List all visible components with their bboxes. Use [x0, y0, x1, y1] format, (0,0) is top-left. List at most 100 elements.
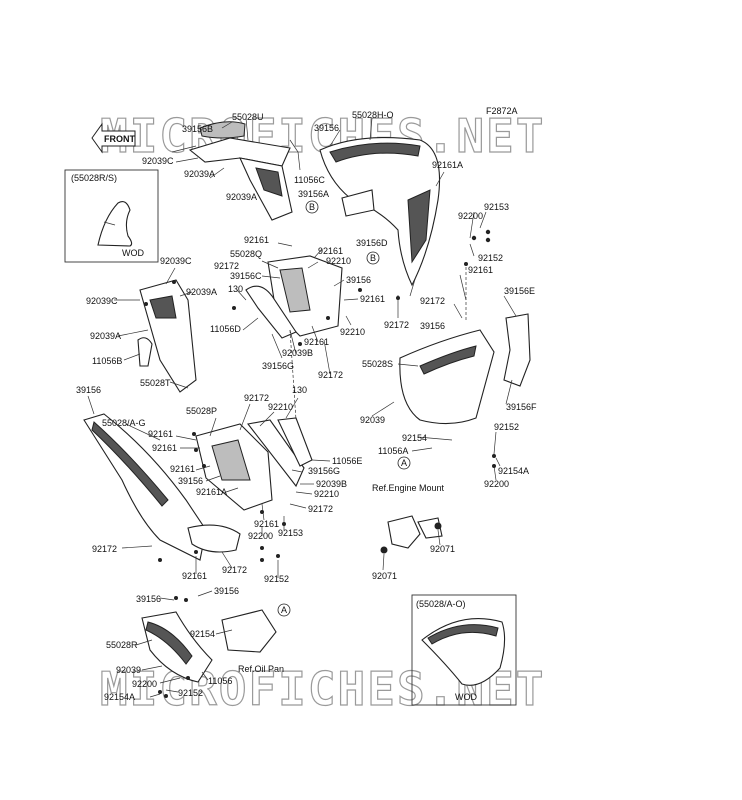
label-130-mid: 130: [228, 284, 243, 294]
part-92200: [187, 524, 241, 553]
label-55028p: 55028P: [186, 406, 217, 416]
svg-text:A: A: [401, 458, 407, 468]
label-92161-mid1: 92161: [244, 235, 269, 245]
part-11056d: [245, 285, 297, 339]
label-130-lower: 130: [292, 385, 307, 395]
label-55028q: 55028Q: [230, 249, 262, 259]
label-92152-top: 92152: [478, 253, 503, 263]
svg-text:A: A: [281, 605, 287, 615]
label-92161-right: 92161: [468, 265, 493, 275]
label-92039c-left2: 92039C: [86, 296, 118, 306]
part-oil-pan-bracket: [221, 609, 277, 653]
label-92172-lower2: 92172: [308, 504, 333, 514]
label-92210-lower1: 92210: [268, 402, 293, 412]
inset-left-label: (55028R/S): [71, 173, 117, 183]
label-92172-mid3: 92172: [384, 320, 409, 330]
label-92172-right: 92172: [420, 296, 445, 306]
figure-code: F2872A: [486, 106, 518, 116]
front-arrow-icon: FRONT: [91, 122, 136, 154]
label-92039b-lower: 92039B: [316, 479, 347, 489]
label-39156-left: 39156: [76, 385, 101, 395]
callout-a-top: A: [397, 456, 411, 470]
label-39156a: 39156A: [298, 189, 329, 199]
label-92161-lower5: 92161: [182, 571, 207, 581]
label-11056a: 11056A: [378, 446, 408, 456]
label-39156-top: 39156: [314, 123, 339, 133]
inset-bottom-label: (55028/A-O): [416, 599, 466, 609]
label-92161-lower1: 92161: [148, 429, 173, 439]
label-92153-lower: 92153: [278, 528, 303, 538]
label-92210-mid1: 92210: [326, 256, 351, 266]
label-92172-lower3: 92172: [222, 565, 247, 575]
callout-a-bottom: A: [277, 603, 291, 617]
label-92154a-right: 92154A: [498, 466, 529, 476]
label-39156-right: 39156: [420, 321, 445, 331]
label-39156g-mid: 39156G: [262, 361, 294, 371]
label-92161-lower4: 92161: [254, 519, 279, 529]
label-92210-lower2: 92210: [314, 489, 339, 499]
label-92039c-left1: 92039C: [160, 256, 192, 266]
inset-left-box: [64, 169, 159, 263]
label-11056-bottom: 11056: [208, 676, 232, 686]
label-39156-bottom1: 39156: [136, 594, 161, 604]
label-55028h-o: 55028H-O: [352, 110, 394, 120]
label-92200-right: 92200: [484, 479, 509, 489]
label-55028t: 55028T: [140, 378, 171, 388]
label-92071-left: 92071: [372, 571, 397, 581]
svg-text:B: B: [309, 202, 315, 212]
label-92161-mid2: 92161: [318, 246, 343, 256]
label-92039-bottom: 92039: [116, 665, 141, 675]
label-92154-bottom: 92154: [190, 629, 215, 639]
label-92153-top: 92153: [484, 202, 509, 212]
ref-engine-mount-label: Ref.Engine Mount: [372, 483, 445, 493]
callout-b-right: B: [366, 251, 380, 265]
svg-text:B: B: [370, 253, 376, 263]
label-55028s: 55028S: [362, 359, 393, 369]
label-92039-right: 92039: [360, 415, 385, 425]
callout-b-left: B: [305, 200, 319, 214]
label-92039a-left1: 92039A: [186, 287, 217, 297]
label-39156f: 39156F: [506, 402, 537, 412]
label-92152-lower: 92152: [264, 574, 289, 584]
inset-bottom-box: [411, 594, 517, 706]
label-11056c: 11056C: [294, 175, 325, 185]
ref-oil-pan-label: Ref.Oil Pan: [238, 664, 284, 674]
part-11056b: [137, 337, 153, 367]
label-92039a-left2: 92039A: [90, 331, 121, 341]
inset-left-part: [97, 201, 133, 247]
label-92039a-top1: 92039A: [184, 169, 215, 179]
label-92161a-lower: 92161A: [196, 487, 227, 497]
inset-bottom-caption: WOD: [455, 692, 477, 702]
label-39156b: 39156B: [182, 124, 213, 134]
label-39156g-lower: 39156G: [308, 466, 340, 476]
label-92200-bottom: 92200: [132, 679, 157, 689]
label-11056b: 11056B: [92, 356, 122, 366]
front-label: FRONT: [104, 134, 135, 144]
label-92039c-top: 92039C: [142, 156, 174, 166]
label-92154-right: 92154: [402, 433, 427, 443]
label-92161-lower2: 92161: [152, 443, 177, 453]
label-92161-mid3: 92161: [360, 294, 385, 304]
label-92172-mid2: 92172: [318, 370, 343, 380]
label-39156d: 39156D: [356, 238, 388, 248]
label-92210-mid2: 92210: [340, 327, 365, 337]
label-39156e: 39156E: [504, 286, 535, 296]
part-engine-mount: [387, 515, 421, 549]
label-92152-bottom: 92152: [178, 688, 203, 698]
part-labels: 39156B 55028U 92039C 92039A 92039A 11056…: [76, 110, 537, 702]
label-39156-lower: 39156: [178, 476, 203, 486]
label-92154a-bottom: 92154A: [104, 692, 135, 702]
part-55028s: [399, 329, 495, 425]
part-39156a: [341, 189, 375, 217]
label-11056d: 11056D: [210, 324, 241, 334]
label-92161-mid4: 92161: [304, 337, 329, 347]
label-39156-bottom2: 39156: [214, 586, 239, 596]
label-55028r: 55028R: [106, 640, 138, 650]
label-92172-leftlower: 92172: [92, 544, 117, 554]
label-55028-a-g: 55028/A-G: [102, 418, 146, 428]
label-92200-top: 92200: [458, 211, 483, 221]
label-92161a-top: 92161A: [432, 160, 463, 170]
label-92039a-top2: 92039A: [226, 192, 257, 202]
label-11056e: 11056E: [332, 456, 362, 466]
label-92161-lower3: 92161: [170, 464, 195, 474]
